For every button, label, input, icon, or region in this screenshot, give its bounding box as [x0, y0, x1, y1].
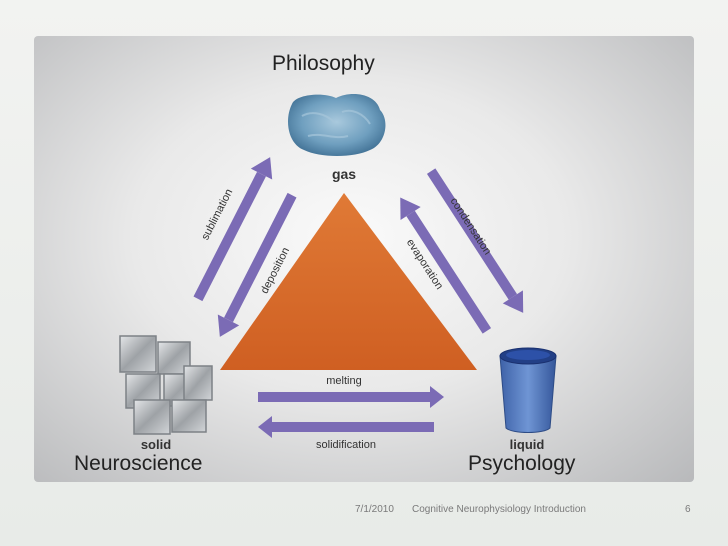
- phase-diagram: gas sublimation deposition condensation …: [34, 36, 694, 482]
- gas-label: gas: [332, 166, 356, 182]
- footer-date: 7/1/2010: [355, 504, 394, 515]
- psychology-label: Psychology: [468, 452, 575, 476]
- liquid-label: liquid: [510, 437, 545, 452]
- footer-title: Cognitive Neurophysiology Introduction: [412, 504, 586, 515]
- ice-cubes-icon: [120, 336, 212, 434]
- solidification-arrow: [258, 416, 434, 438]
- cloud-icon: [288, 94, 385, 156]
- philosophy-label: Philosophy: [272, 52, 375, 76]
- water-beaker-icon: [500, 348, 556, 433]
- condensation-label: condensation: [448, 196, 494, 257]
- melting-arrow: [258, 386, 444, 408]
- footer-page-number: 6: [685, 504, 691, 515]
- neuroscience-label: Neuroscience: [74, 452, 202, 476]
- solid-label: solid: [141, 437, 171, 452]
- melting-label: melting: [326, 375, 361, 387]
- solidification-label: solidification: [316, 439, 376, 451]
